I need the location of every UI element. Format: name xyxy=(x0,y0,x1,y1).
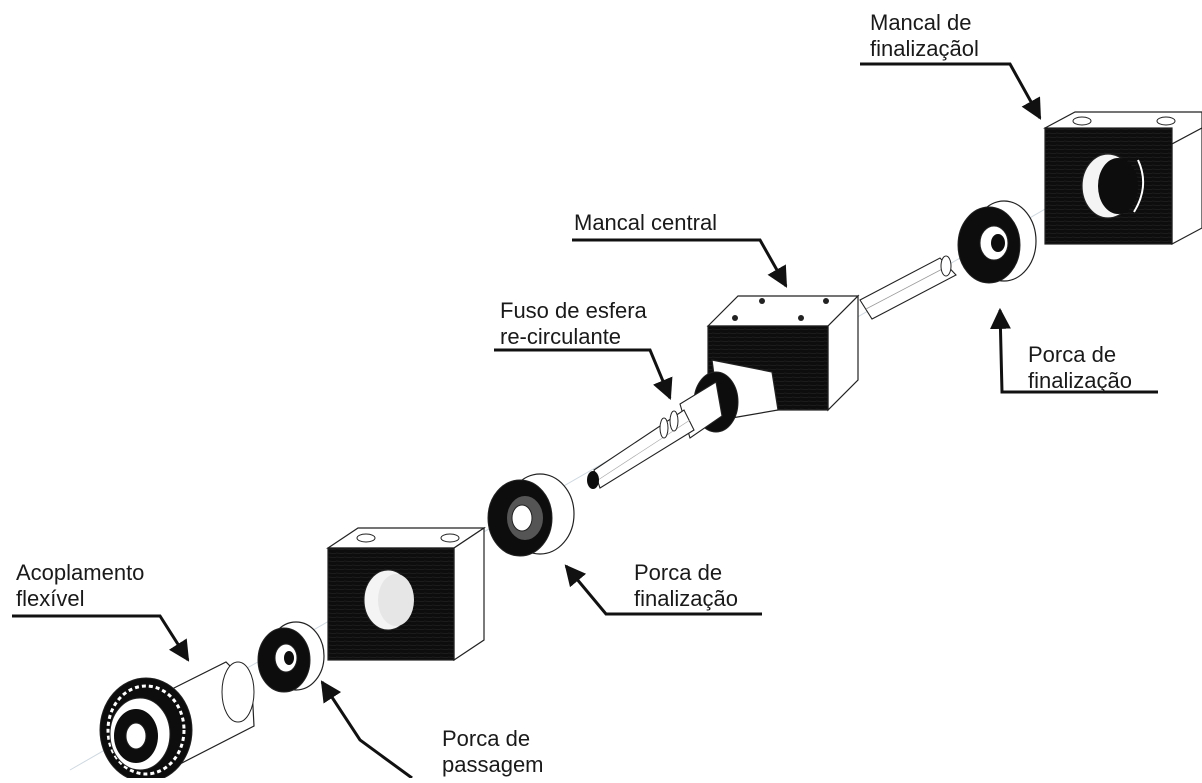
label-through-nut: Porca de passagem xyxy=(442,726,544,777)
leader-end-nut-middle xyxy=(564,564,762,616)
leader-end-bearing xyxy=(860,62,1042,120)
label-central-bearing: Mancal central xyxy=(574,210,718,235)
lower-bearing-block xyxy=(326,526,486,662)
end-bearing-block xyxy=(1043,111,1202,245)
through-nut xyxy=(257,621,325,693)
leader-coupling xyxy=(12,614,190,662)
end-nut-middle xyxy=(487,473,575,557)
leader-central-bearing xyxy=(572,238,788,288)
flexible-coupling xyxy=(99,661,255,783)
leader-ball-screw xyxy=(494,348,673,400)
label-end-nut-middle: Porca de finalização xyxy=(634,560,738,611)
label-coupling: Acoplamento flexível xyxy=(16,560,145,611)
end-nut-top xyxy=(957,200,1037,284)
label-end-nut-top: Porca de finalização xyxy=(1028,342,1132,393)
ball-screw-shaft-rear xyxy=(859,255,957,320)
leader-end-nut-top xyxy=(989,307,1158,394)
leader-through-nut xyxy=(320,680,413,780)
label-end-bearing: Mancal de finalizaçãol xyxy=(870,10,979,61)
leader-lines xyxy=(12,62,1158,780)
label-ball-screw: Fuso de esfera re-circulante xyxy=(500,298,647,349)
ball-screw-shaft-front xyxy=(587,359,779,489)
